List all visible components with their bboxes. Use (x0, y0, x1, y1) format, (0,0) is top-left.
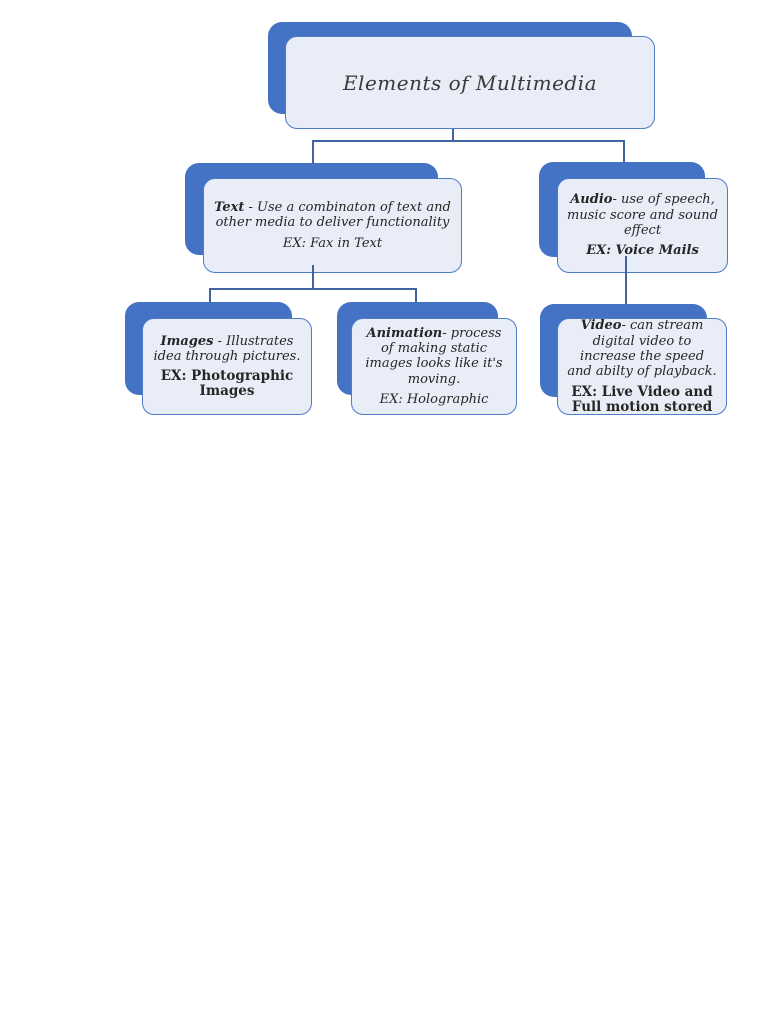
text-example: EX: Fax in Text (282, 235, 383, 251)
connector-audio-video (625, 256, 627, 304)
connector-text-stub (312, 265, 314, 288)
connector-drop-text (312, 140, 314, 164)
images-description: Images - Illustrates idea through pictur… (151, 334, 303, 365)
diagram-title-text: Elements of Multimedia (342, 70, 598, 95)
video-example: EX: Live Video and Full motion stored (571, 383, 713, 415)
connector-drop-images (209, 288, 211, 302)
audio-description: Audio- use of speech, music score and so… (566, 192, 719, 238)
text-description: Text - Use a combinaton of text and othe… (212, 200, 453, 231)
images-box: Images - Illustrates idea through pictur… (142, 318, 312, 415)
images-lead: Images (160, 333, 214, 349)
images-desc: - Illustrates idea through pictures. (153, 333, 301, 364)
video-box: Video- can stream digital video to incre… (557, 318, 727, 415)
audio-example: EX: Voice Mails (586, 243, 699, 259)
audio-lead: Audio (570, 192, 613, 208)
video-description: Video- can stream digital video to incre… (566, 318, 718, 379)
text-box: Text - Use a combinaton of text and othe… (203, 178, 462, 273)
video-desc: - can stream digital video to increase t… (567, 318, 717, 380)
animation-description: Animation- process of making static imag… (360, 326, 508, 387)
text-desc: - Use a combinaton of text and other med… (215, 200, 451, 231)
animation-desc: - process of making static images looks … (365, 325, 503, 387)
connector-title-stub (452, 129, 454, 141)
connector-title-horizontal (312, 140, 625, 142)
connector-drop-animation (415, 288, 417, 302)
title-box: Elements of Multimedia (285, 36, 655, 129)
audio-desc: - use of speech, music score and sound e… (567, 192, 718, 238)
animation-box: Animation- process of making static imag… (351, 318, 517, 415)
audio-box: Audio- use of speech, music score and so… (557, 178, 728, 273)
animation-lead: Animation (366, 325, 443, 341)
animation-example: EX: Holographic (379, 391, 489, 407)
text-lead: Text (214, 200, 245, 215)
connector-drop-audio (623, 140, 625, 163)
connector-text-horizontal (209, 288, 417, 290)
images-example: EX: Photographic Images (160, 368, 294, 400)
video-lead: Video (580, 318, 622, 334)
